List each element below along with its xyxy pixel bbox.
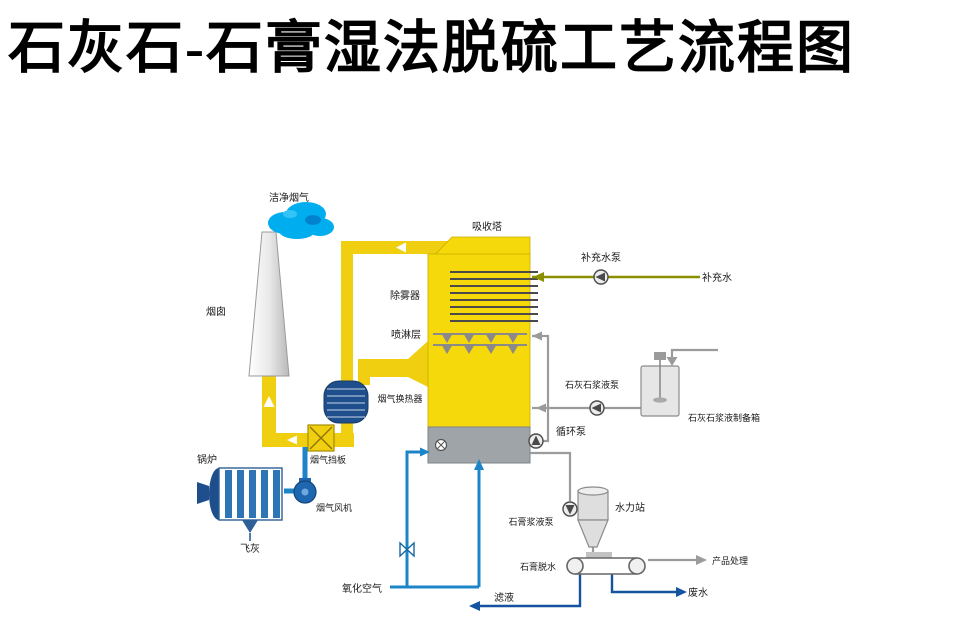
chimney-inlet-duct bbox=[262, 376, 276, 442]
label-chimney: 烟囱 bbox=[206, 305, 226, 318]
tower-inlet-duct bbox=[358, 359, 410, 377]
oxidation-air-riser-left bbox=[405, 450, 424, 587]
ggh-fins bbox=[327, 388, 365, 418]
flow-arrow-left2-icon bbox=[287, 435, 297, 445]
filtrate-line bbox=[472, 574, 582, 608]
slurry-pipes-gray bbox=[530, 334, 718, 562]
boiler-tube-bank bbox=[225, 470, 280, 518]
flow-arrow-left-icon bbox=[396, 242, 406, 253]
spray-headers bbox=[433, 333, 527, 354]
belt-roller-right bbox=[628, 557, 646, 575]
teal-arrowhead-icons bbox=[420, 447, 484, 470]
limestone-feed-line bbox=[670, 348, 718, 364]
arrow-limestone-into-tower bbox=[536, 403, 546, 413]
label-limestone-slurry-pump: 石灰石浆液泵 bbox=[565, 379, 619, 390]
arrow-air-up-into-sump bbox=[474, 459, 484, 470]
arrow-filtrate bbox=[469, 601, 480, 611]
circulation-line bbox=[532, 334, 550, 443]
arrow-wastewater bbox=[676, 587, 687, 597]
vacuum-belt-filter bbox=[566, 552, 646, 575]
limestone-slurry-pump-icon bbox=[589, 400, 605, 416]
navy-arrowhead-icons bbox=[469, 587, 687, 611]
absorber-tower bbox=[427, 236, 538, 464]
limestone-slurry-tank bbox=[640, 352, 680, 417]
label-oxidation-air: 氧化空气 bbox=[342, 582, 382, 595]
label-makeup-water-pump: 补充水泵 bbox=[581, 251, 621, 264]
label-spray-layer: 喷淋层 bbox=[391, 328, 421, 341]
label-fly-ash: 飞灰 bbox=[240, 542, 260, 555]
tower-inlet-flare bbox=[408, 341, 428, 387]
label-filtrate: 滤液 bbox=[494, 591, 514, 604]
sump-agitator-icon bbox=[434, 438, 448, 452]
arrow-product bbox=[696, 555, 707, 565]
label-gypsum-dewatering: 石膏脱水 bbox=[520, 561, 556, 572]
ggh-bottom-stub bbox=[341, 421, 353, 435]
damper-blade-2 bbox=[309, 426, 333, 450]
label-absorber-tower: 吸收塔 bbox=[472, 220, 502, 233]
wastewater-line bbox=[610, 574, 678, 594]
arrow-air-right-into-sump bbox=[420, 447, 430, 457]
label-gypsum-slurry-pump: 石膏浆液泵 bbox=[508, 516, 553, 527]
gypsum-bleed-line bbox=[530, 451, 572, 501]
oxidation-air-valve-icon bbox=[399, 541, 415, 558]
circulation-pump-icon bbox=[528, 433, 544, 449]
boiler-vessel bbox=[197, 467, 283, 541]
label-boiler: 锅炉 bbox=[197, 454, 217, 466]
page-title: 石灰石-石膏湿法脱硫工艺流程图 bbox=[8, 17, 855, 80]
ash-hopper bbox=[242, 520, 258, 533]
hydrocyclone-vessel bbox=[577, 486, 609, 548]
label-limestone-slurry-tank: 石灰石浆液制备箱 bbox=[688, 412, 760, 423]
flue-gas-fan-icon bbox=[293, 478, 317, 504]
makeup-water-line bbox=[532, 272, 700, 282]
label-hydro-station: 水力站 bbox=[615, 501, 645, 514]
chimney-stack bbox=[248, 231, 290, 377]
label-mist-eliminator: 除雾器 bbox=[390, 289, 420, 302]
flue-gas-damper-symbol bbox=[307, 424, 335, 452]
label-clean-flue-gas: 洁净烟气 bbox=[269, 191, 309, 204]
arrow-makeup-into-tower bbox=[533, 272, 544, 282]
tower-outlet-riser bbox=[341, 250, 353, 384]
flow-arrow-up-icon bbox=[263, 396, 275, 407]
label-flue-gas-damper: 烟气挡板 bbox=[310, 454, 346, 465]
label-circulation-pump: 循环泵 bbox=[556, 425, 586, 438]
gray-arrowhead-icons bbox=[532, 331, 707, 565]
diagram-labels: 洁净烟气 烟囱 吸收塔 除雾器 喷淋层 补充水泵 补充水 石灰石浆液泵 石灰石浆… bbox=[197, 191, 760, 604]
gas-gas-heater bbox=[323, 380, 369, 424]
arrow-feed-into-tank bbox=[666, 357, 678, 366]
belt-roller-left bbox=[566, 557, 584, 575]
gypsum-slurry-pump-icon bbox=[562, 501, 578, 517]
ggh-body bbox=[323, 380, 369, 424]
makeup-water-pump-icon bbox=[593, 269, 609, 285]
label-makeup-water: 补充水 bbox=[702, 271, 732, 284]
tank-agitator-motor bbox=[654, 352, 666, 360]
gypsum-cake bbox=[586, 552, 612, 558]
label-gas-gas-heater: 烟气换热器 bbox=[377, 393, 422, 404]
label-flue-gas-fan: 烟气风机 bbox=[316, 502, 352, 513]
waste-filtrate-lines bbox=[472, 574, 678, 608]
duct-flow-arrow-icons bbox=[263, 242, 406, 445]
label-product-handling: 产品处理 bbox=[712, 555, 748, 566]
mist-eliminator-packs bbox=[450, 271, 538, 322]
boiler-burner bbox=[197, 482, 209, 504]
tank-agitator-impeller bbox=[653, 397, 667, 403]
clean-gas-cloud-icon bbox=[268, 202, 334, 239]
label-wastewater: 废水 bbox=[688, 586, 708, 599]
oxidation-air-lines bbox=[284, 447, 481, 589]
arrow-circulation-into-tower bbox=[532, 331, 542, 341]
